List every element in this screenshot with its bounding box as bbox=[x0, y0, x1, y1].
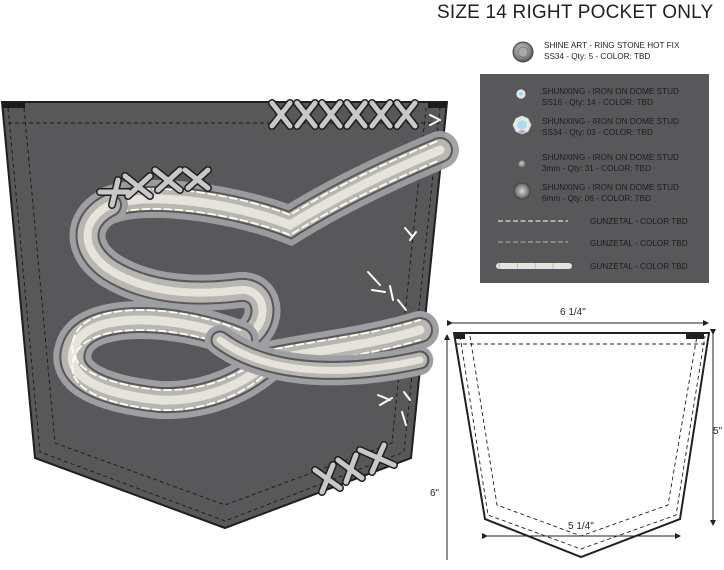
dim-side-height-label: 5" bbox=[713, 426, 723, 437]
legend-item-6mm: SHUNXING - IRON ON DOME STUD 6mm - Qty: … bbox=[542, 183, 679, 203]
legend-item-ss34: SHUNXING - IRON ON DOME STUD SS34 - Qty:… bbox=[542, 117, 679, 137]
legend-item-3mm: SHUNXING - IRON ON DOME STUD 3mm - Qty: … bbox=[542, 153, 679, 173]
ring-stone-text: SHINE ART - RING STONE HOT FIX SS34 - Qt… bbox=[544, 40, 679, 62]
bartack-right bbox=[428, 103, 446, 108]
thick-thread-cream-icon bbox=[496, 263, 572, 269]
legend-thread-3: GUNZETAL - COLOR TBD bbox=[590, 262, 688, 271]
pocket-artwork bbox=[0, 99, 459, 530]
swirl-embroidery bbox=[53, 131, 459, 420]
pocket-spec-drawing bbox=[444, 320, 716, 560]
crystal-stud-small-icon bbox=[516, 89, 526, 99]
ring-stone-callout: SHINE ART - RING STONE HOT FIX SS34 - Qt… bbox=[512, 40, 712, 66]
ring-stone-line2: SS34 - Qty: 5 - COLOR: TBD bbox=[544, 52, 651, 61]
legend-item-ss16: SHUNXING - IRON ON DOME STUD SS16 - Qty:… bbox=[542, 87, 679, 107]
ring-stone-icon bbox=[512, 41, 534, 63]
dome-stud-6mm-icon bbox=[513, 182, 531, 200]
accent-stitches bbox=[367, 114, 441, 426]
legend-thread-2: GUNZETAL - COLOR TBD bbox=[590, 239, 688, 248]
dashed-thread-thin-icon bbox=[498, 241, 568, 243]
dome-stud-3mm-icon bbox=[518, 160, 526, 168]
page-title: SIZE 14 RIGHT POCKET ONLY bbox=[437, 2, 714, 23]
dim-bottom-width-label: 5 1/4" bbox=[568, 521, 594, 532]
dim-total-height-label: 6" bbox=[430, 488, 440, 499]
crystal-stud-large-icon bbox=[512, 115, 532, 135]
trim-legend-panel: SHUNXING - IRON ON DOME STUD SS16 - Qty:… bbox=[480, 74, 709, 283]
bartack-left bbox=[3, 103, 25, 108]
dashed-thread-light-icon bbox=[498, 220, 568, 222]
ring-stone-line1: SHINE ART - RING STONE HOT FIX bbox=[544, 41, 680, 50]
dim-top-width-label: 6 1/4" bbox=[560, 307, 586, 318]
legend-thread-1: GUNZETAL - COLOR TBD bbox=[590, 217, 688, 226]
